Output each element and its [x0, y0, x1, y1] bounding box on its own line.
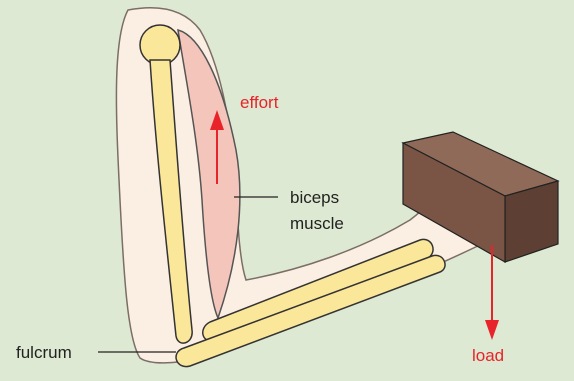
load-label: load: [472, 346, 504, 365]
load-arrow-head: [485, 320, 499, 340]
muscle-label: muscle: [290, 214, 344, 233]
humerus-head: [140, 25, 180, 65]
fulcrum-label: fulcrum: [16, 343, 72, 362]
load-block-side: [505, 181, 558, 262]
biceps-label: biceps: [290, 188, 339, 207]
effort-label: effort: [240, 93, 279, 112]
